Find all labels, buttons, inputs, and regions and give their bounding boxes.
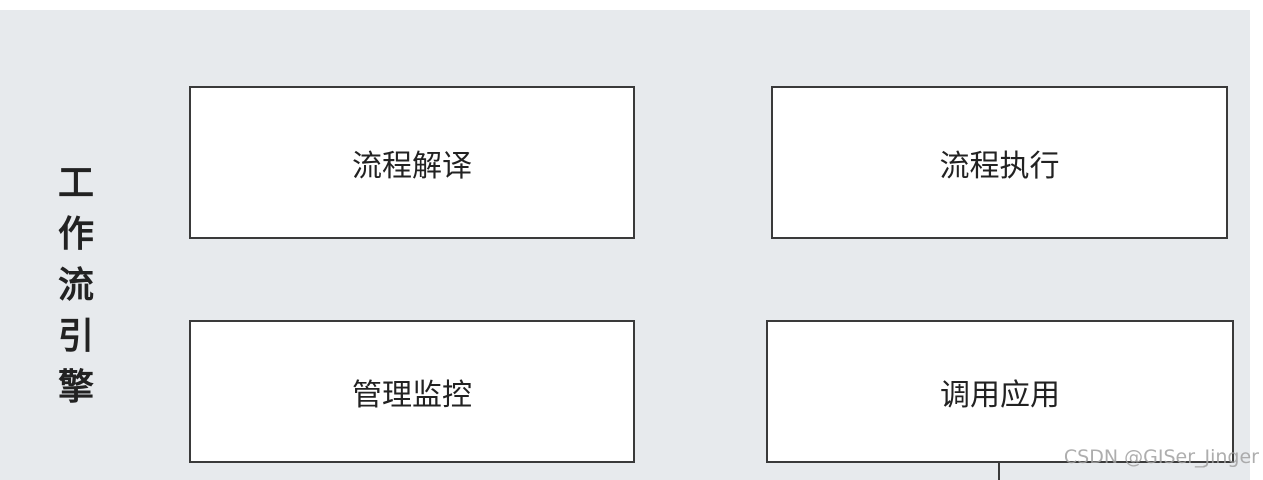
watermark: CSDN @GISer_Jinger — [1063, 446, 1259, 468]
side-label-char-1: 工 — [57, 163, 94, 204]
side-label-char-3: 流 — [57, 265, 94, 306]
connector-line — [998, 463, 1000, 480]
side-label-char-5: 擎 — [57, 367, 94, 408]
side-label-char-4: 引 — [57, 316, 94, 357]
side-label-char-2: 作 — [57, 214, 94, 255]
invoke-application-box: 调用应用 — [766, 320, 1234, 463]
process-interpretation-label: 流程解译 — [352, 148, 472, 184]
management-monitoring-box: 管理监控 — [189, 320, 635, 463]
process-interpretation-box: 流程解译 — [189, 86, 635, 239]
workflow-engine-side-label: 工 作 流 引 擎 — [52, 158, 100, 413]
process-execution-box: 流程执行 — [771, 86, 1228, 239]
invoke-application-label: 调用应用 — [940, 377, 1060, 413]
process-execution-label: 流程执行 — [939, 148, 1060, 184]
management-monitoring-label: 管理监控 — [352, 377, 472, 413]
